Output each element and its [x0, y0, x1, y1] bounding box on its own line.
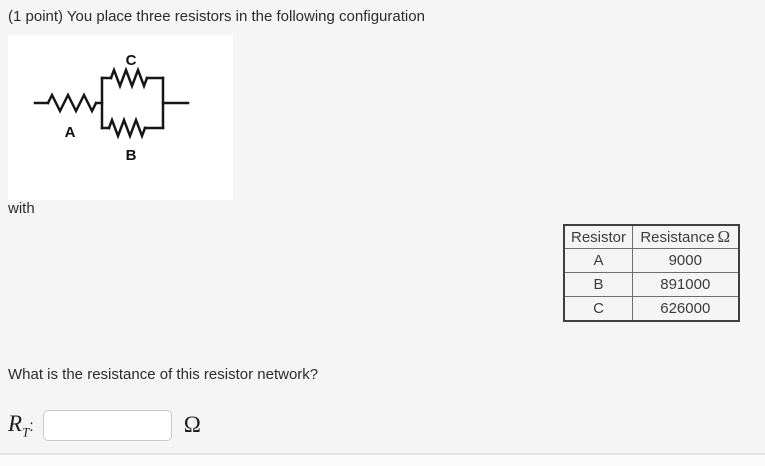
problem-title: (1 point) You place three resistors in t…	[8, 8, 425, 25]
answer-row: RT: Ω	[8, 408, 201, 442]
circuit-diagram: C A B	[33, 52, 190, 164]
rt-symbol: R	[8, 410, 23, 436]
table-row: A 9000	[563, 248, 740, 273]
circuit-image: C A B	[8, 35, 233, 200]
resistor-b-label: B	[126, 147, 137, 164]
resistance-value-cell: 626000	[632, 296, 740, 321]
resistor-name-cell: C	[563, 296, 634, 321]
resistor-column-header: Resistor	[563, 224, 634, 249]
resistance-value-cell: 9000	[632, 248, 740, 273]
rt-subscript: T	[22, 424, 30, 440]
resistor-name-cell: B	[563, 272, 634, 297]
resistance-value-cell: 891000	[632, 272, 740, 297]
resistor-b-icon	[107, 116, 147, 140]
resistor-c-label: C	[126, 52, 137, 69]
resistance-unit-symbol: Ω	[717, 227, 731, 246]
with-text: with	[8, 200, 35, 217]
answer-unit-omega: Ω	[183, 412, 201, 437]
table-row: B 891000	[563, 272, 740, 297]
bottom-divider	[0, 453, 765, 466]
resistor-c-icon	[109, 66, 149, 90]
resistor-a-icon	[46, 92, 98, 114]
table-row: C 626000	[563, 296, 740, 321]
rt-colon: :	[29, 417, 34, 435]
resistance-header-text: Resistance	[640, 229, 715, 246]
resistor-name-cell: A	[563, 248, 634, 273]
question-text: What is the resistance of this resistor …	[8, 366, 319, 383]
resistor-a-label: A	[65, 124, 76, 141]
rt-label: RT:	[8, 412, 34, 439]
rt-input[interactable]	[42, 409, 172, 441]
